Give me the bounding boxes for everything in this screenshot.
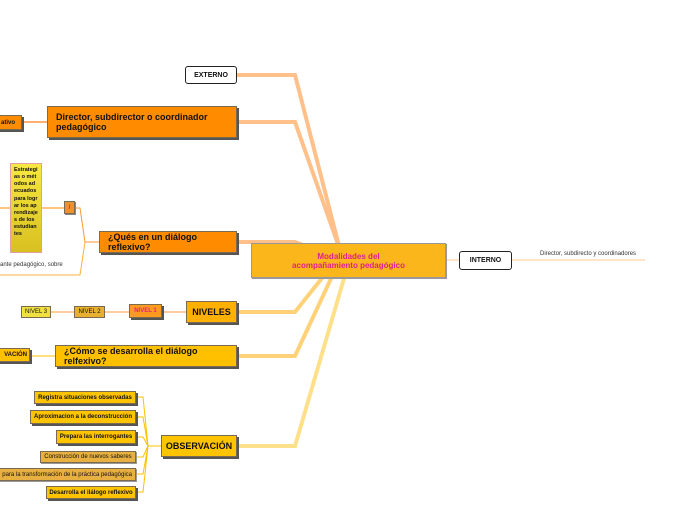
obs-item[interactable]: Desarrolla el ilálogo reflexivo: [46, 486, 136, 499]
obs-item[interactable]: para la transformación de la práctica pe…: [0, 468, 136, 481]
obs-item[interactable]: Prepara las interrogantes: [56, 430, 136, 444]
slash-node[interactable]: /: [64, 201, 75, 214]
externo-node[interactable]: EXTERNO: [185, 66, 237, 84]
link-observacion: [235, 273, 347, 448]
nivel-3[interactable]: NIVEL 3: [21, 306, 51, 318]
obs-item[interactable]: Construcción de nuevos saberes: [40, 451, 136, 463]
estrategias-node[interactable]: Estrategias o métodos adecuados para log…: [10, 163, 42, 253]
interno-node[interactable]: INTERNO: [459, 251, 512, 270]
nivel-1[interactable]: NIVEL 1: [129, 304, 162, 318]
niveles-node[interactable]: NIVELES: [186, 301, 237, 323]
obs-item[interactable]: Aproximacion a la deconstrucción: [30, 410, 136, 424]
link-como: [235, 268, 337, 358]
link-niveles: [235, 266, 332, 314]
como-child[interactable]: VACIÓN: [0, 348, 30, 362]
link-director: [235, 120, 342, 252]
como-node[interactable]: ¿Cómo se desarrolla el diálogo relfexivo…: [55, 345, 237, 367]
link-externo: [235, 73, 342, 252]
dialogo-note[interactable]: ante pedagógico, sobre: [0, 262, 63, 268]
dialogo-node[interactable]: ¿Qués en un diálogo reflexivo?: [99, 231, 237, 253]
observacion-node[interactable]: OBSERVACIÓN: [161, 435, 237, 457]
central-topic[interactable]: Modalidades del acompañamiento pedagógic…: [251, 243, 446, 278]
interno-child[interactable]: Director, subdirecto y coordinadores: [540, 251, 637, 257]
director-child[interactable]: ativo: [0, 115, 22, 130]
obs-item[interactable]: Registra situaciones observadas: [34, 391, 136, 404]
nivel-2[interactable]: NIVEL 2: [74, 306, 105, 318]
director-node[interactable]: Director, subdirector o coordinador peda…: [47, 106, 237, 138]
